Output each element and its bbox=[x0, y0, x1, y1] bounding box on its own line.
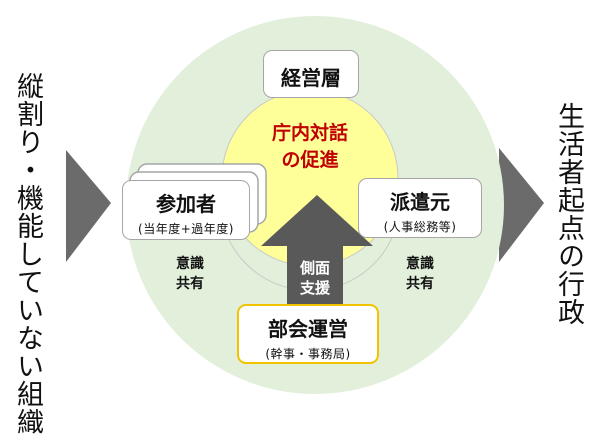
awareness-left-line1: 意識 bbox=[176, 256, 204, 272]
dialogue-label-line1: 庁内対話 bbox=[271, 122, 348, 144]
node-committee-operation-label: 部会運営 bbox=[268, 317, 348, 341]
diagram-canvas: 縦割り・機能していない組織 生活者起点の行政 庁内対話 の促進 経営層 参加者 … bbox=[12, 16, 584, 436]
node-dispatching-org: 派遣元 (人事総務等) bbox=[358, 178, 482, 238]
awareness-right-label: 意識 共有 bbox=[396, 254, 444, 294]
left-chevron-arrow bbox=[66, 150, 111, 262]
left-vertical-text: 縦割り・機能していない組織 bbox=[12, 72, 43, 436]
node-committee-operation: 部会運営 (幹事・事務局) bbox=[237, 304, 379, 364]
node-dispatching-org-sub: (人事総務等) bbox=[383, 220, 457, 234]
support-arrow-label: 側面 支援 bbox=[287, 258, 343, 298]
right-vertical-text: 生活者起点の行政 bbox=[553, 102, 584, 326]
node-committee-operation-sub: (幹事・事務局) bbox=[265, 347, 351, 361]
awareness-right-line1: 意識 bbox=[406, 256, 434, 272]
support-arrow-line1: 側面 bbox=[299, 259, 330, 277]
right-chevron-arrow bbox=[499, 148, 544, 262]
node-executives-label: 経営層 bbox=[281, 66, 341, 90]
node-participants-label: 参加者 bbox=[156, 192, 216, 216]
awareness-right-line2: 共有 bbox=[406, 276, 434, 292]
dialogue-label: 庁内対話 の促進 bbox=[250, 120, 370, 174]
support-up-arrow bbox=[261, 195, 373, 318]
awareness-left-label: 意識 共有 bbox=[166, 254, 214, 294]
dialogue-label-line2: の促進 bbox=[281, 149, 339, 171]
node-participants-sub: (当年度+過年度) bbox=[138, 222, 234, 236]
support-arrow-line2: 支援 bbox=[299, 279, 330, 297]
node-participants: 参加者 (当年度+過年度) bbox=[122, 180, 250, 240]
node-dispatching-org-label: 派遣元 bbox=[390, 190, 450, 214]
awareness-left-line2: 共有 bbox=[176, 276, 204, 292]
node-executives: 経営層 bbox=[263, 50, 359, 98]
